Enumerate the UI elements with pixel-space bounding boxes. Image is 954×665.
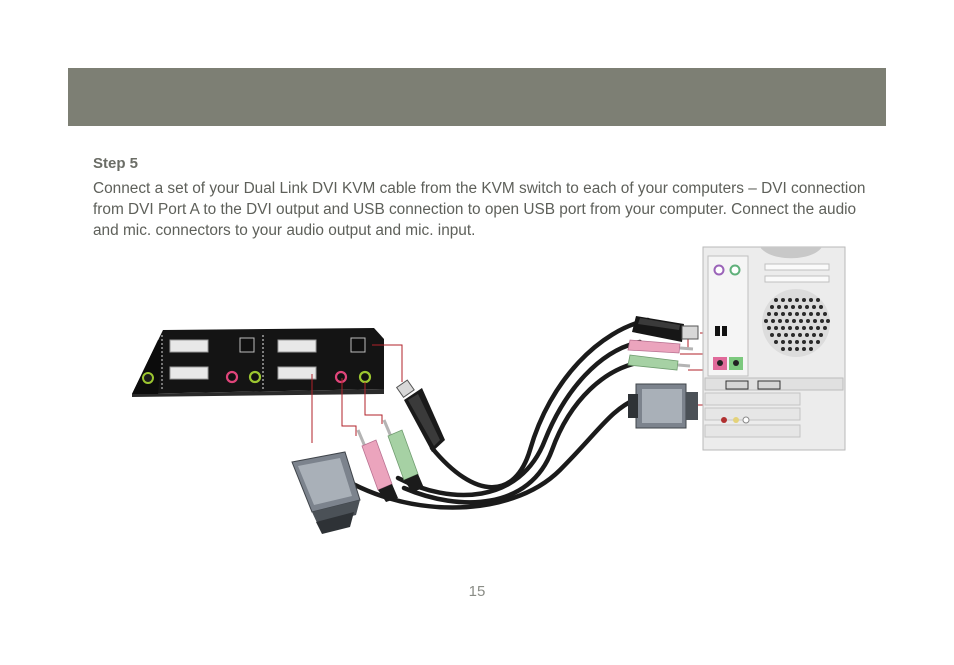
dvi-port xyxy=(169,339,209,353)
step-title: Step 5 xyxy=(93,155,139,172)
mic-plug-pc-side xyxy=(627,339,694,354)
usb-port xyxy=(350,337,366,353)
kvm-switch xyxy=(132,328,384,397)
dvi-port xyxy=(169,366,209,380)
kvm-port-panel-1 xyxy=(169,337,262,384)
audio-plug-pc-side xyxy=(627,354,691,371)
io-panel xyxy=(707,255,749,377)
mic-port xyxy=(225,370,239,384)
usb-port xyxy=(715,326,720,336)
usb-port xyxy=(722,326,727,336)
audio-port xyxy=(248,370,262,384)
step-instructions: Connect a set of your Dual Link DVI KVM … xyxy=(93,180,866,239)
kvm-port-panel-2 xyxy=(277,337,372,384)
header-bar xyxy=(68,68,886,126)
dvi-port xyxy=(277,366,317,380)
audio-plug-kvm-side xyxy=(382,419,424,492)
audio-port xyxy=(358,370,372,384)
usb-port xyxy=(239,337,255,353)
page-number: 15 xyxy=(468,583,486,600)
mic-port xyxy=(334,370,348,384)
kvm-edge-audio-port xyxy=(142,372,154,384)
fan-grille xyxy=(762,289,830,357)
usb-connector-pc-side xyxy=(632,316,699,342)
kvm-connection-illustration xyxy=(132,246,846,534)
ps2-port-green xyxy=(729,264,741,276)
computer-tower xyxy=(702,246,846,451)
dvi-connector-pc-side xyxy=(628,383,698,429)
mic-plug-kvm-side xyxy=(356,429,398,502)
dvi-port xyxy=(277,339,317,353)
dvi-connector-kvm-side xyxy=(291,451,361,534)
ps2-port-purple xyxy=(713,264,725,276)
dvi-output-port xyxy=(725,380,749,390)
usb-connector-kvm-side xyxy=(395,379,445,452)
